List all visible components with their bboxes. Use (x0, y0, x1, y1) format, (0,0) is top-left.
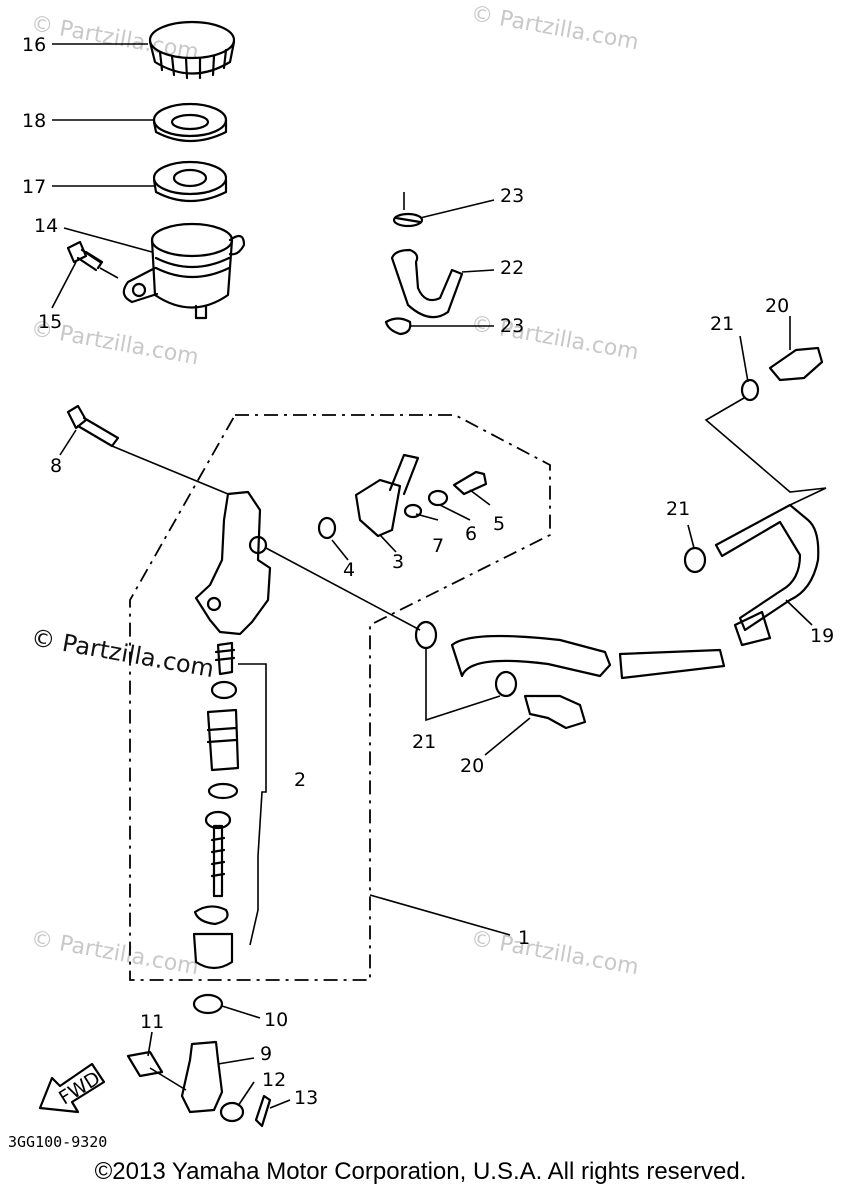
washer-lower (494, 670, 518, 698)
part-label-7: 7 (432, 535, 444, 557)
watermarks: © Partzilla.com © Partzilla.com © Partzi… (29, 1, 641, 980)
part-label-21-upper: 21 (710, 313, 734, 335)
hose-clamp-bottom (384, 317, 412, 336)
clevis (180, 1040, 224, 1114)
washer-12 (219, 1101, 245, 1123)
part-label-1: 1 (518, 927, 530, 949)
part-labels: 16 18 17 14 15 23 22 23 21 20 8 5 6 7 3 … (22, 34, 834, 1109)
part-label-19: 19 (810, 625, 834, 647)
washer-6 (427, 489, 449, 507)
nut (192, 993, 224, 1015)
union-bolt-upper (768, 346, 824, 382)
watermark: © Partzilla.com (469, 1, 641, 55)
part-label-13: 13 (294, 1087, 318, 1109)
watermark: © Partzilla.com (469, 926, 641, 980)
part-label-15: 15 (38, 311, 62, 333)
part-label-12: 12 (262, 1069, 286, 1091)
part-label-23-bottom: 23 (500, 315, 524, 337)
hose-clamp-top (392, 212, 424, 228)
washer-right (683, 546, 707, 574)
part-label-23-top: 23 (500, 185, 524, 207)
diaphragm (152, 160, 228, 202)
part-label-14: 14 (34, 215, 58, 237)
part-label-22: 22 (500, 257, 524, 279)
part-label-18: 18 (22, 110, 46, 132)
washer-upper (740, 378, 760, 402)
brake-hose (450, 503, 820, 680)
washer-7 (403, 503, 423, 519)
part-label-2: 2 (294, 769, 306, 791)
copyright-notice: ©2013 Yamaha Motor Corporation, U.S.A. A… (94, 1158, 747, 1185)
part-label-20-upper: 20 (765, 295, 789, 317)
reservoir-tank (122, 222, 246, 320)
reservoir-cap (148, 20, 236, 80)
part-label-4: 4 (343, 559, 355, 581)
part-label-16: 16 (22, 34, 46, 56)
clevis-pin (126, 1050, 164, 1078)
mounting-bolt (66, 404, 120, 448)
figure-code: 3GG100-9320 (8, 1133, 108, 1151)
watermark-main: © Partzilla.com (29, 623, 216, 683)
union-bolt-lower (523, 694, 587, 730)
assembly-outline (129, 414, 551, 981)
part-label-10: 10 (264, 1009, 288, 1031)
part-label-6: 6 (465, 523, 477, 545)
part-label-21-right: 21 (666, 498, 690, 520)
part-label-5: 5 (493, 513, 505, 535)
joint-screw (452, 470, 488, 496)
part-label-21-lower: 21 (412, 731, 436, 753)
part-label-8: 8 (50, 455, 62, 477)
fwd-arrow-icon: FWD (38, 1062, 106, 1114)
reservoir-hose (390, 248, 464, 319)
watermark: © Partzilla.com (29, 926, 201, 980)
part-label-3: 3 (392, 551, 404, 573)
leader-lines (51, 43, 827, 1109)
reservoir-screw (66, 240, 104, 272)
piston-kit (192, 641, 240, 970)
part-label-20-lower: 20 (460, 755, 484, 777)
part-label-11: 11 (140, 1011, 164, 1033)
part-label-9: 9 (260, 1043, 272, 1065)
hose-joint (354, 453, 420, 538)
o-ring (317, 516, 337, 540)
cotter-pin (254, 1094, 272, 1128)
part-label-17: 17 (22, 176, 46, 198)
diaphragm-holder (152, 102, 228, 142)
watermark: © Partzilla.com (469, 311, 641, 365)
master-cylinder-body (194, 490, 272, 636)
washer-lower-left (414, 620, 438, 650)
